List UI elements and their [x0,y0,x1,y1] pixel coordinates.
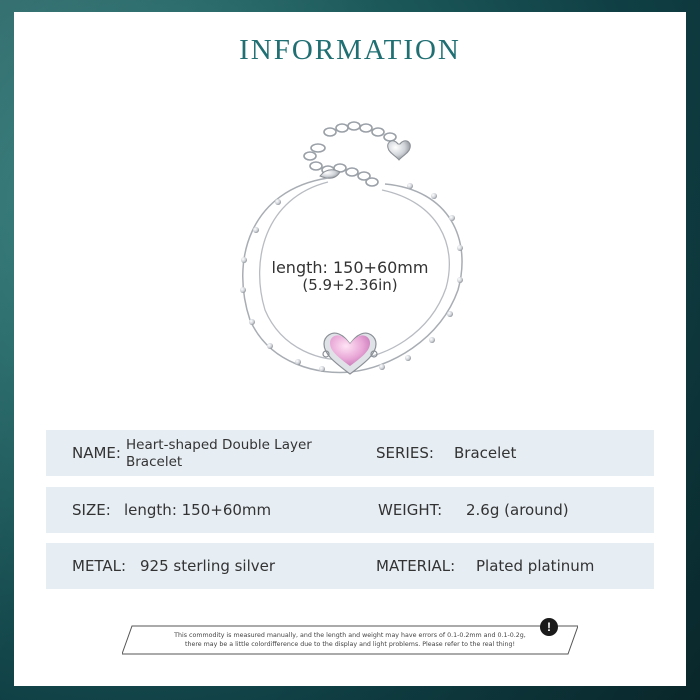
series-value: Bracelet [454,444,517,462]
heart-gem-pendant [322,332,378,375]
extension-chain [303,121,397,187]
series-label: SERIES: [376,444,434,462]
bracelet-image [210,110,490,410]
length-inches-label: (5.9+2.36in) [302,276,398,294]
spec-row-name: NAME: Heart-shaped Double Layer Bracelet… [46,430,654,476]
notice-text: This commodity is measured manually, and… [138,631,562,649]
bracelet-illustration [240,121,463,375]
page-title: INFORMATION [239,34,461,66]
metal-value: 925 sterling silver [140,557,276,575]
metal-label: METAL: [72,557,127,575]
notice-line-1: This commodity is measured manually, and… [174,632,526,639]
size-label: SIZE: [72,501,111,519]
heart-tag-icon [387,140,411,161]
warning-icon: ! [540,618,558,636]
spec-row-metal: METAL: 925 sterling silver MATERIAL: Pla… [46,543,654,589]
material-value: Plated platinum [476,557,595,575]
spec-row-size: SIZE: length: 150+60mm WEIGHT: 2.6g (aro… [46,487,654,533]
chain-beads [240,183,463,372]
size-value: length: 150+60mm [124,501,272,519]
name-value: Heart-shaped Double Layer Bracelet [126,437,312,470]
name-label: NAME: [72,444,121,462]
notice-line-2: there may be a little colordifference du… [185,641,515,648]
material-label: MATERIAL: [376,557,456,575]
notice-frame [122,625,578,655]
weight-label: WEIGHT: [378,501,443,519]
disclaimer-notice: This commodity is measured manually, and… [122,624,578,655]
length-label: length: 150+60mm [271,258,429,277]
weight-value: 2.6g (around) [466,501,569,519]
